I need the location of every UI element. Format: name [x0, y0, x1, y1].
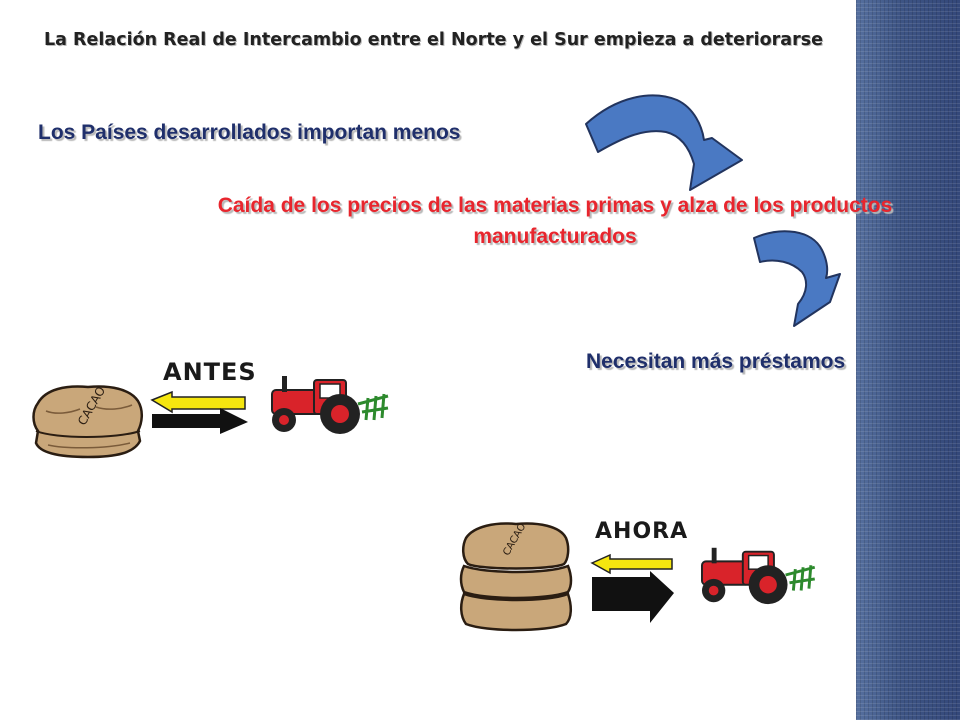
slide-title: La Relación Real de Intercambio entre el… [44, 30, 824, 50]
cacao-sacks-stack-icon: CACAO [459, 522, 573, 632]
curved-arrow-icon [753, 230, 841, 327]
tractor-icon [271, 376, 389, 434]
tractor-icon [701, 547, 816, 605]
exchange-arrow-icon [590, 553, 674, 623]
side-decoration-panel [856, 0, 960, 720]
cacao-sack-icon: CACAO [462, 522, 570, 570]
before-label: ANTES [163, 358, 257, 386]
step-price-changes: Caída de los precios de las materias pri… [217, 194, 893, 248]
cacao-sack-icon: CACAO [32, 384, 143, 459]
cacao-sack-icon [459, 564, 573, 600]
exchange-arrow-icon [150, 390, 248, 434]
cacao-sack-icon [460, 592, 572, 632]
curved-arrow-icon [585, 94, 743, 191]
step-developed-countries-import-less: Los Países desarrollados importan menos [38, 121, 461, 144]
step-need-more-loans: Necesitan más préstamos [586, 350, 846, 373]
after-label: AHORA [595, 519, 689, 544]
